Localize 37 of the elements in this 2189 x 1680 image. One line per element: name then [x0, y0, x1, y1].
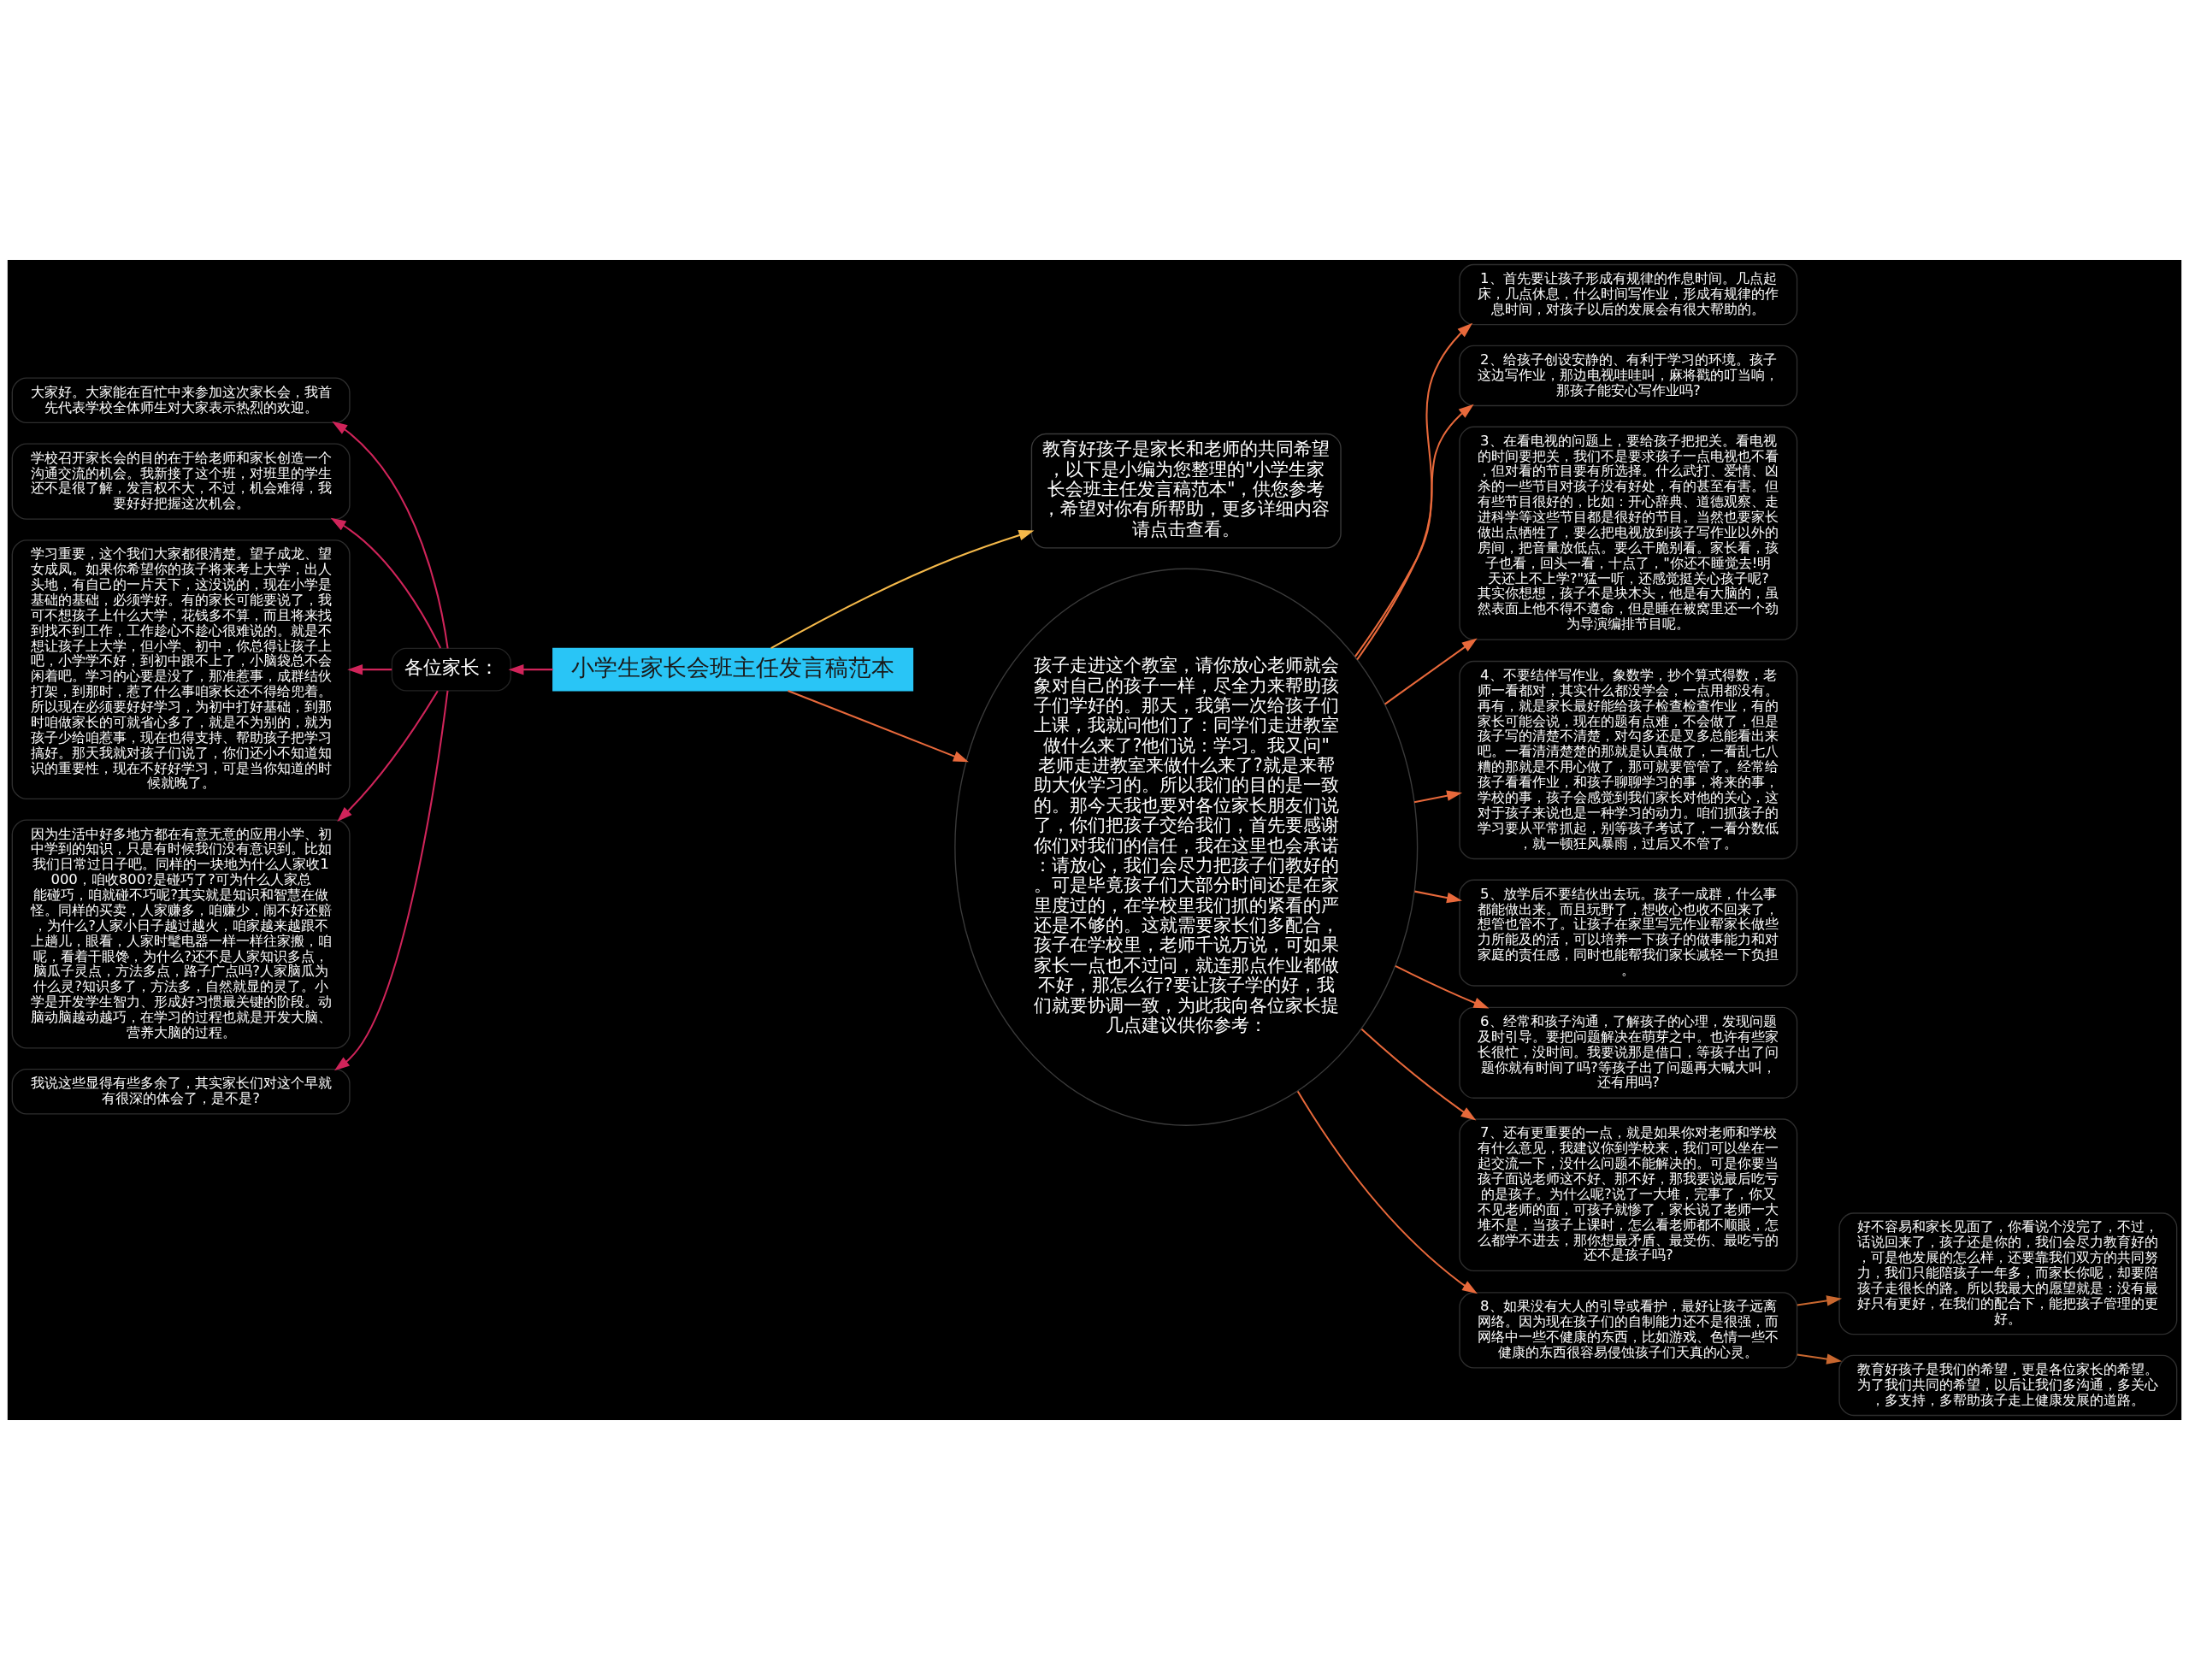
node-box: 2、给孩子创设安静的、有利于学习的环境。孩子这边写作业，那边电视哇哇叫，麻将戳的叮当响，那孩子能安心写作业吗?	[1459, 345, 1798, 407]
arrow	[332, 421, 449, 649]
node-box: 1、首先要让孩子形成有规律的作息时间。几点起床，几点休息，什么时间写作业，形成有规律的作息时间，对孩子以后的发展会有很大帮助的。	[1459, 263, 1798, 326]
node-box: 7、还有更重要的一点，就是如果你对老师和学校有什么意见，我建议你到学校来，我们可以坐在一起交流一下，没什么问题不能解决的。可是你要当孩子面说老师这不好、那不好，那我要说最后吃亏的是孩子。为什么呢?说了一大堆，完事了，你又不见老师的面，可孩子就惨了，家长说了老师一大堆不是，当孩子上课时，怎么看老师都不顺眼，怎么都学不进去，那你想最矛盾、最受伤、最吃亏的还不是孩子吗?	[1459, 1118, 1798, 1272]
arrow	[334, 690, 449, 1071]
node-box: 学校召开家长会的目的在于给老师和家长创造一个沟通交流的机会。我新接了这个班，对班里的学生还不是很了解，发言权不大，不过，机会难得，我要好好把握这次机会。	[11, 443, 351, 520]
node-box: 好不容易和家长见面了，你看说个没完了，不过，话说回来了，孩子还是你的，我们会尽力教育好的，可是他发展的怎么样，还要靠我们双方的共同努力，我们只能陪孩子一年多，而家长你呢，却要陪孩子走很长的路。所以我最大的愿望就是：没有最好只有更好，在我们的配合下，能把孩子管理的更好。	[1838, 1212, 2178, 1335]
arrow	[1797, 1295, 1843, 1306]
node-box: 教育好孩子是家长和老师的共同希望，以下是小编为您整理的"小学生家长会班主任发言稿范本"，供您参考，希望对你有所帮助，更多详细内容请点击查看。	[1030, 433, 1342, 549]
node-box: 学习重要，这个我们大家都很清楚。望子成龙、望女成凤。如果你希望你的孩子将来考上大学，出人头地，有自己的一片天下，这没说的，现在小学是基础的基础，必须学好。有的家长可能要说了，我可不想孩子上什么大学，花钱多不算，而且将来找到找不到工作，工作趁心不趁心很难说的。就是不想让孩子上大学，但小学、初中，你总得让孩子上吧，小学学不好，到初中跟不上了，小脑袋总不会闲着吧。学习的心要是没了，那准惹事，成群结伙打架，到那时，惹了什么事咱家长还不得给兜着。所以现在必须要好好学习，为初中打好基础，到那时咱做家长的可就省心多了，就是不为别的，就为孩子少给咱惹事，现在也得支持、帮助孩子把学习搞好。那天我就对孩子们说了，你们还小不知道知识的重要性，现在不好好学习，可是当你知道的时候就晚了。	[11, 539, 351, 800]
node-box: 8、如果没有大人的引导或看护，最好让孩子远离网络。因为现在孩子们的自制能力还不是很强，而网络中一些不健康的东西，比如游戏、色情一些不健康的东西很容易侵蚀孩子们天真的心灵。	[1459, 1292, 1798, 1369]
arrow	[788, 690, 969, 763]
arrow	[337, 690, 439, 822]
node-box: 各位家长：	[391, 647, 511, 692]
arrow	[1414, 890, 1462, 904]
node-box: 我说这些显得有些多余了，其实家长们对这个早就有很深的体会了，是不是?	[11, 1068, 351, 1115]
arrow	[347, 663, 392, 675]
arrow	[1413, 790, 1463, 804]
arrow	[1360, 1028, 1477, 1121]
arrow	[330, 517, 442, 649]
node-box: 4、不要结伴写作业。象数学，抄个算式得数，老师一看都对，其实什么都没学会，一点用都没有。再有，就是家长最好能给孩子检查检查作业，有的家长可能会说，现在的题有点难，不会做了，但是孩子写的清楚不清楚，对勾多还是叉多总能看出来吧。一看清清楚楚的那就是认真做了，一看乱七八糟的那就是不用心做了，那可就要管管了。经常给孩子看看作业，和孩子聊聊学习的事，将来的事，学校的事，孩子会感觉到我们家长对他的关心，这对于孩子来说也是一种学习的动力。咱们抓孩子的学习要从平常抓起，别等孩子考试了，一看分数低，就一顿狂风暴雨，过后又不管了。	[1459, 660, 1798, 860]
node-box: 3、在看电视的问题上，要给孩子把把关。看电视的时间要把关，我们不是要求孩子一点电视也不看，但对看的节目要有所选择。什么武打、爱情、凶杀的一些节目对孩子没有好处，有的甚至有害。但有些节目很好的，比如：开心辞典、道德观察、走进科学等这些节目都是很好的节目。当然也要家长做出点牺牲了，要么把电视放到孩子写作业以外的房间，把音量放低点。要么干脆别看。家长看，孩子也看，回头一看，十点了，"你还不睡觉去!明天还上不上学?"猛一听，还感觉挺关心孩子呢?其实你想想，孩子不是块木头，他是有大脑的，虽然表面上他不得不遵命，但是睡在被窝里还一个劲为导演编排节目呢。	[1459, 426, 1798, 640]
arrow	[1356, 322, 1473, 661]
node-ellipse: 孩子走进这个教室，请你放心老师就会象对自己的孩子一样，尽全力来帮助孩子们学好的。那天，我第一次给孩子们上课，我就问他们了：同学们走进教室做什么来了?他们说：学习。我又问"老师走进教室来做什么来了?就是来帮助大伙学习的。所以我们的目的是一致的。那今天我也要对各位家长朋友们说了，你们把孩子交给我们，首先要感谢你们对我们的信任，我在这里也会承诺：请放心，我们会尽力把孩子们教好的。可是毕竟孩子们大部分时间还是在家里度过的，在学校里我们抓的紧看的严还是不够的。这就需要家长们多配合，孩子在学校里，老师千说万说，可如果家长一点也不过问，就连那点作业都做不好，那怎么行?要让孩子学的好，我们就要协调一致，为此我向各位家长提几点建议供你参考：	[954, 568, 1419, 1126]
node-box: 大家好。大家能在百忙中来参加这次家长会，我首先代表学校全体师生对大家表示热烈的欢迎。	[11, 377, 351, 424]
arrow	[1296, 1091, 1478, 1294]
node-box: 5、放学后不要结伙出去玩。孩子一成群，什么事都能做出来。而且玩野了，想收心也收不回来了，想管也管不了。让孩子在家里写完作业帮家长做些力所能及的活，可以培养一下孩子的做事能力和对家庭的责任感，同时也能帮我们家长减轻一下负担。	[1459, 879, 1798, 987]
arrow	[1797, 1353, 1843, 1365]
node-box: 教育好孩子是我们的希望，更是各位家长的希望。为了我们共同的希望，以后让我们多沟通，多关心，多支持，多帮助孩子走上健康发展的道路。	[1838, 1354, 2178, 1417]
arrow	[1384, 638, 1478, 705]
node-box: 因为生活中好多地方都在有意无意的应用小学、初中学到的知识，只是有时候我们没有意识到。比如我们日常过日子吧。同样的一块地为什么人家收1000，咱收800?是碰巧了?可为什么人家总能碰巧，咱就碰不巧呢?其实就是知识和智慧在做怪。同样的买卖，人家赚多，咱赚少，闹不好还赔，为什么?人家小日子越过越火，咱家越来越跟不上趟儿，眼看，人家时髦电器一样一样往家搬，咱呢，看着干眼馋，为什么?还不是人家知识多点，脑瓜子灵点，方法多点，路子广点吗?人家脑瓜为什么灵?知识多了，方法多，自然就显的灵了。小学是开发学生智力、形成好习惯最关键的阶段。动脑动脑越动越巧，在学习的过程也就是开发大脑、营养大脑的过程。	[11, 819, 351, 1049]
arrow	[770, 529, 1035, 650]
arrow	[1395, 964, 1490, 1009]
arrow	[1354, 404, 1474, 657]
node-box: 6、经常和孩子沟通，了解孩子的心理，发现问题及时引导。要把问题解决在萌芽之中。也许有些家长很忙，没时间。我要说那是借口，等孩子出了问题你就有时间了吗?等孩子出了问题再大喊大叫，还有用吗?	[1459, 1006, 1798, 1099]
arrow	[508, 663, 553, 675]
node-box: 小学生家长会班主任发言稿范本	[552, 647, 914, 692]
